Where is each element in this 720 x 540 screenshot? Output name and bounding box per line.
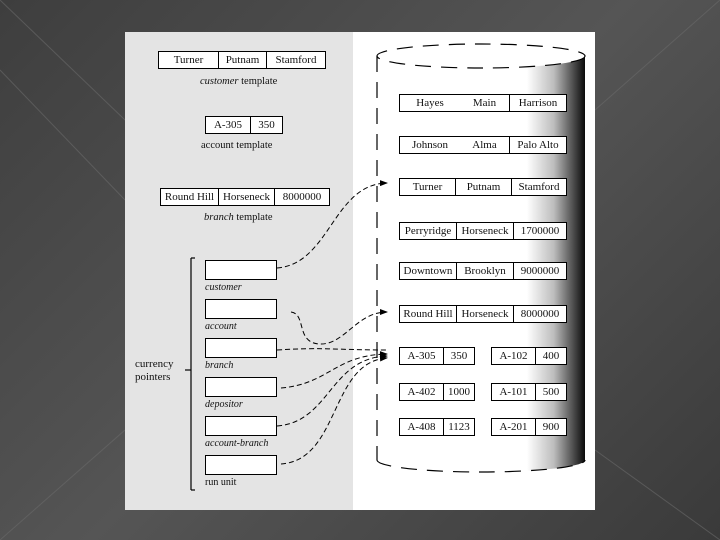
db-branch-city: Horseneck <box>457 223 514 239</box>
db-account-balance: 500 <box>542 386 560 398</box>
currency-bracket <box>185 257 195 491</box>
cylinder-top <box>376 43 586 69</box>
db-account-balance: 400 <box>542 350 560 362</box>
db-branch-city: Horseneck <box>457 306 514 322</box>
pointer-label-branch: branch <box>205 360 234 371</box>
db-account-number: A-102 <box>492 348 536 364</box>
db-branch-name: Downtown <box>400 263 457 279</box>
customer-template-city: Stamford <box>275 54 317 66</box>
db-customer-record: Hayes Main Harrison <box>399 94 567 112</box>
db-account-number: A-402 <box>400 384 444 400</box>
pointer-box-run-unit <box>205 455 277 475</box>
pointer-label-depositor: depositor <box>205 399 243 410</box>
db-customer-street: Alma <box>460 137 510 153</box>
db-account-number: A-101 <box>492 384 536 400</box>
db-account-number: A-201 <box>492 419 536 435</box>
db-customer-street: Main <box>460 95 510 111</box>
figure: Turner Putnam Stamford customer template… <box>125 32 595 510</box>
pointer-box-branch <box>205 338 277 358</box>
pointer-box-account <box>205 299 277 319</box>
account-template-balance: 350 <box>258 119 275 131</box>
db-account-balance: 900 <box>542 421 560 433</box>
db-account-record: A-101 500 <box>491 383 567 401</box>
db-branch-assets: 8000000 <box>520 308 560 320</box>
account-template-record: A-305 350 <box>205 116 283 134</box>
db-account-record: A-305 350 <box>399 347 475 365</box>
db-account-record: A-408 1123 <box>399 418 475 436</box>
db-account-balance: 1123 <box>448 421 470 433</box>
db-branch-name: Round Hill <box>400 306 457 322</box>
account-template-number: A-305 <box>206 117 251 133</box>
db-customer-city: Stamford <box>518 181 560 193</box>
customer-template-record: Turner Putnam Stamford <box>158 51 326 69</box>
pointer-label-run-unit: run unit <box>205 477 237 488</box>
branch-template-city: Horseneck <box>219 189 275 205</box>
db-account-balance: 1000 <box>448 386 470 398</box>
db-customer-name: Johnson <box>411 139 449 151</box>
cylinder-bottom <box>376 459 586 473</box>
db-customer-name: Hayes <box>416 97 444 109</box>
pointer-box-account-branch <box>205 416 277 436</box>
db-customer-record: Johnson Alma Palo Alto <box>399 136 567 154</box>
db-account-number: A-305 <box>400 348 444 364</box>
pointer-box-customer <box>205 260 277 280</box>
db-account-record: A-201 900 <box>491 418 567 436</box>
currency-pointers-label: currency pointers <box>135 358 174 383</box>
db-branch-record: Perryridge Horseneck 1700000 <box>399 222 567 240</box>
db-customer-street: Putnam <box>456 179 512 195</box>
db-branch-city: Brooklyn <box>457 263 514 279</box>
db-branch-assets: 9000000 <box>520 265 560 277</box>
account-template-caption: account template <box>201 140 273 151</box>
pointer-label-account-branch: account-branch <box>205 438 269 449</box>
db-customer-name: Turner <box>400 179 456 195</box>
pointer-box-depositor <box>205 377 277 397</box>
db-branch-record: Round Hill Horseneck 8000000 <box>399 305 567 323</box>
db-customer-city: Harrison <box>518 97 558 109</box>
db-customer-city: Palo Alto <box>517 139 559 151</box>
customer-template-caption: customer template <box>200 76 278 87</box>
db-account-number: A-408 <box>400 419 444 435</box>
db-account-balance: 350 <box>450 350 468 362</box>
db-customer-record: Turner Putnam Stamford <box>399 178 567 196</box>
db-account-record: A-102 400 <box>491 347 567 365</box>
db-branch-assets: 1700000 <box>520 225 560 237</box>
db-branch-record: Downtown Brooklyn 9000000 <box>399 262 567 280</box>
branch-template-caption: branch template <box>204 212 273 223</box>
db-account-record: A-402 1000 <box>399 383 475 401</box>
branch-template-name: Round Hill <box>161 189 219 205</box>
pointer-label-customer: customer <box>205 282 242 293</box>
customer-template-street: Putnam <box>219 52 267 68</box>
customer-template-name: Turner <box>159 52 219 68</box>
db-branch-name: Perryridge <box>400 223 457 239</box>
pointer-label-account: account <box>205 321 237 332</box>
